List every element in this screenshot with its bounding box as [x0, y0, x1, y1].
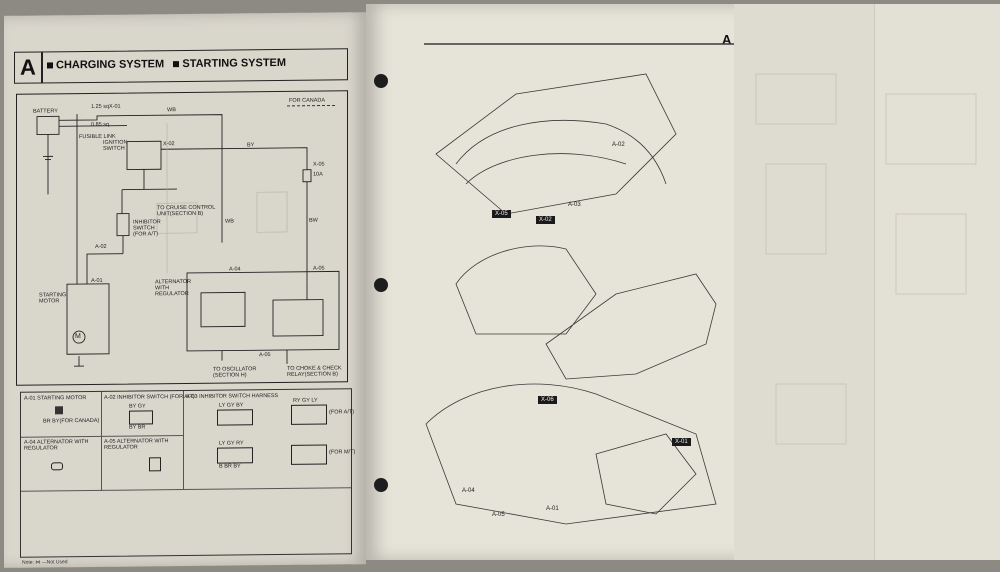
- a04-label: A-04 ALTERNATOR WITH REGULATOR: [24, 439, 89, 452]
- section-title: CHARGING SYSTEM STARTING SYSTEM: [47, 57, 286, 72]
- right-section-letter: A: [722, 32, 732, 47]
- label-10a: 10A: [313, 171, 323, 178]
- title-starting: STARTING SYSTEM: [182, 56, 287, 71]
- label-x01: X-01: [109, 103, 121, 110]
- label-bw: BW: [309, 217, 318, 224]
- a02-pins-top: BY GY: [129, 403, 146, 410]
- label-a04: A-04: [229, 266, 241, 273]
- cell-a01: A-01 STARTING MOTOR BR BY(FOR CANADA): [21, 391, 102, 438]
- label-wb-mid: WB: [225, 218, 234, 225]
- wiring-schematic: BATTERY 1.25 sq 0.85 sq FUSIBLE LINK X-0…: [16, 90, 348, 386]
- callout-a05: A-05: [492, 512, 505, 518]
- callout-a04: A-04: [462, 488, 475, 494]
- tag-x02: X-02: [536, 216, 555, 224]
- title-charging: CHARGING SYSTEM: [56, 58, 165, 72]
- label-x02: X-02: [163, 141, 175, 148]
- binder-hole: [374, 74, 388, 88]
- label-by: BY: [247, 142, 255, 149]
- label-a02: A-02: [95, 243, 107, 250]
- motor-m: M: [75, 333, 81, 341]
- note: Note: ⋈ —Not Used: [22, 559, 68, 566]
- schematic-drawing: [36, 104, 340, 367]
- label-battery: BATTERY: [33, 108, 58, 115]
- a02-pins-bot: BY BR: [129, 424, 146, 431]
- harness-illustrations: [424, 43, 977, 525]
- foldout-panel: [734, 4, 874, 560]
- for-at: (FOR A/T): [329, 409, 355, 416]
- a05-label: A-05 ALTERNATOR WITH REGULATOR: [104, 438, 169, 451]
- tag-x01: X-01: [672, 438, 691, 446]
- label-alternator: ALTERNATOR WITH REGULATOR: [155, 278, 192, 298]
- label-x05: X-05: [313, 161, 325, 168]
- label-wb-top: WB: [167, 107, 176, 114]
- label-starting-motor: STARTING MOTOR: [39, 292, 67, 305]
- a03-pins-top: LY GY BY: [219, 402, 244, 409]
- cell-a03: A-03 INHIBITOR SWITCH HARNESS LY GY BY R…: [183, 389, 355, 491]
- label-canada: FOR CANADA: [289, 97, 326, 104]
- label-a05-bottom: A-05: [259, 352, 271, 359]
- mt-pins-bot: B BR BY: [219, 463, 241, 470]
- cell-a02: A-02 INHIBITOR SWITCH (FOR A/T) BY GY BY…: [101, 391, 195, 437]
- tag-x05: X-05: [492, 210, 511, 218]
- binder-hole: [374, 478, 388, 492]
- a02-label: A-02 INHIBITOR SWITCH (FOR A/T): [104, 393, 195, 401]
- callout-a01: A-01: [546, 506, 559, 512]
- tag-x06: X-06: [538, 396, 557, 404]
- cell-blank: [21, 487, 351, 556]
- label-a05: A-05: [313, 265, 325, 272]
- callout-a03: A-03: [568, 202, 581, 208]
- foldout-panel-2: [874, 4, 1000, 560]
- cell-a04: A-04 ALTERNATOR WITH REGULATOR: [21, 435, 102, 492]
- binder-hole: [374, 278, 388, 292]
- a01-sub: BR BY(FOR CANADA): [43, 417, 100, 425]
- label-fusible-2: 0.85 sq: [91, 121, 110, 128]
- label-choke: TO CHOKE & CHECK RELAY(SECTION B): [287, 365, 342, 378]
- mt-pins-top: LY GY RY: [219, 440, 244, 447]
- label-cruise: TO CRUISE CONTROL UNIT(SECTION B): [157, 204, 216, 218]
- at-pins-top: RY GY LY: [293, 397, 318, 404]
- callout-a02: A-02: [612, 142, 625, 148]
- label-inhibitor: INHIBITOR SWITCH (FOR A/T): [133, 219, 161, 238]
- for-mt: (FOR M/T): [329, 449, 356, 456]
- label-ignition: IGNITION SWITCH: [103, 139, 128, 152]
- a01-label: A-01 STARTING MOTOR: [24, 395, 87, 402]
- section-letter: A: [15, 52, 43, 83]
- left-page: A CHARGING SYSTEM STARTING SYSTEM: [4, 12, 366, 568]
- label-fusible-1: 1.25 sq: [91, 103, 110, 110]
- connector-table: A-01 STARTING MOTOR BR BY(FOR CANADA) A-…: [20, 388, 355, 558]
- label-oscillator: TO OSCILLATOR (SECTION H): [213, 366, 257, 379]
- label-a01: A-01: [91, 277, 103, 284]
- section-header: A CHARGING SYSTEM STARTING SYSTEM: [14, 48, 348, 84]
- right-page: A X-05 X-02 X-06 X-01 A-02 A-03 A-04 A-: [366, 4, 1000, 560]
- cell-a05: A-05 ALTERNATOR WITH REGULATOR: [101, 435, 184, 491]
- a03-label: A-03 INHIBITOR SWITCH HARNESS: [186, 393, 279, 400]
